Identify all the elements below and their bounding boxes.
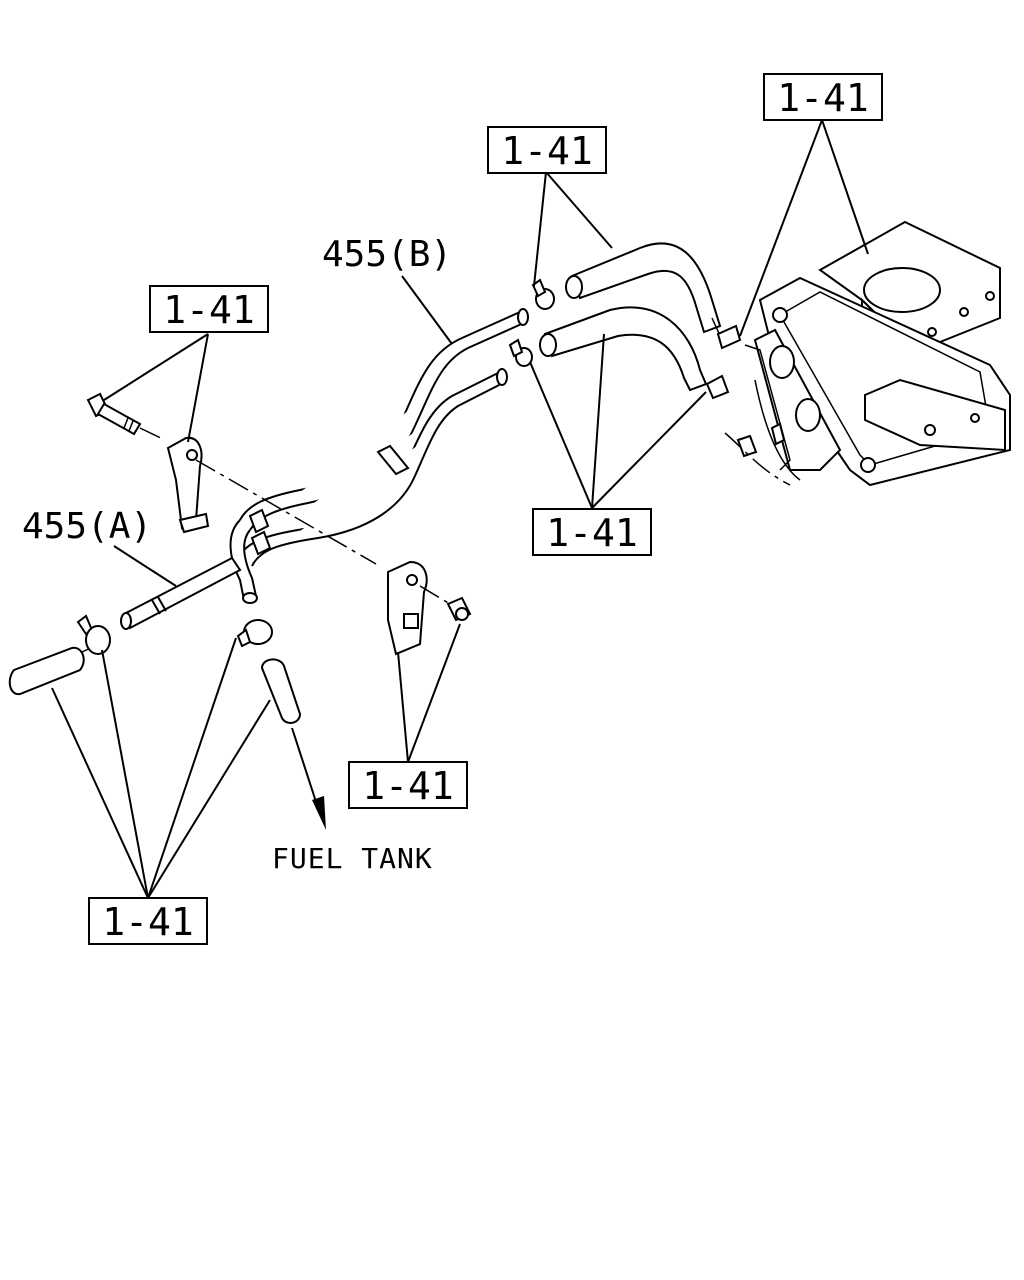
callout-pipe-b[interactable]: 455(B) <box>322 234 452 275</box>
mounting-bolt <box>86 392 166 441</box>
ref-box-label: 1-41 <box>777 76 869 120</box>
ref-box-left-bolt[interactable]: 1-41 <box>149 285 269 333</box>
ref-box-label: 1-41 <box>546 511 638 555</box>
hose-clip-upper-1 <box>531 278 555 310</box>
pipe-clamp-right <box>387 560 472 656</box>
hose-clip-upper-4 <box>705 374 730 400</box>
fuel-tank-arrow <box>291 727 326 830</box>
ref-box-top-right[interactable]: 1-41 <box>763 73 883 121</box>
ref-box-mid-right[interactable]: 1-41 <box>532 508 652 556</box>
ref-box-label: 1-41 <box>102 900 194 944</box>
upper-hose-2 <box>539 306 708 392</box>
hose-clip-upper-3 <box>716 324 742 350</box>
ref-box-bottom-left[interactable]: 1-41 <box>88 897 208 945</box>
upper-hose-1 <box>565 242 723 341</box>
fuel-filter-bracket <box>724 220 1011 487</box>
callout-pipe-a[interactable]: 455(A) <box>22 506 152 547</box>
hose-clip-lower-left <box>76 614 111 655</box>
fuel-pipe-a <box>120 368 508 630</box>
lower-hose-center <box>260 658 302 724</box>
fuel-tank-label: FUEL TANK <box>272 842 433 875</box>
leader-lines <box>51 119 869 899</box>
hose-clip-lower-center <box>236 619 273 648</box>
ref-box-label: 1-41 <box>362 764 454 808</box>
ref-box-clamp[interactable]: 1-41 <box>348 761 468 809</box>
ref-box-label: 1-41 <box>501 129 593 173</box>
ref-box-label: 1-41 <box>163 288 255 332</box>
hose-clip-upper-2 <box>508 338 533 367</box>
ref-box-top-center[interactable]: 1-41 <box>487 126 607 174</box>
